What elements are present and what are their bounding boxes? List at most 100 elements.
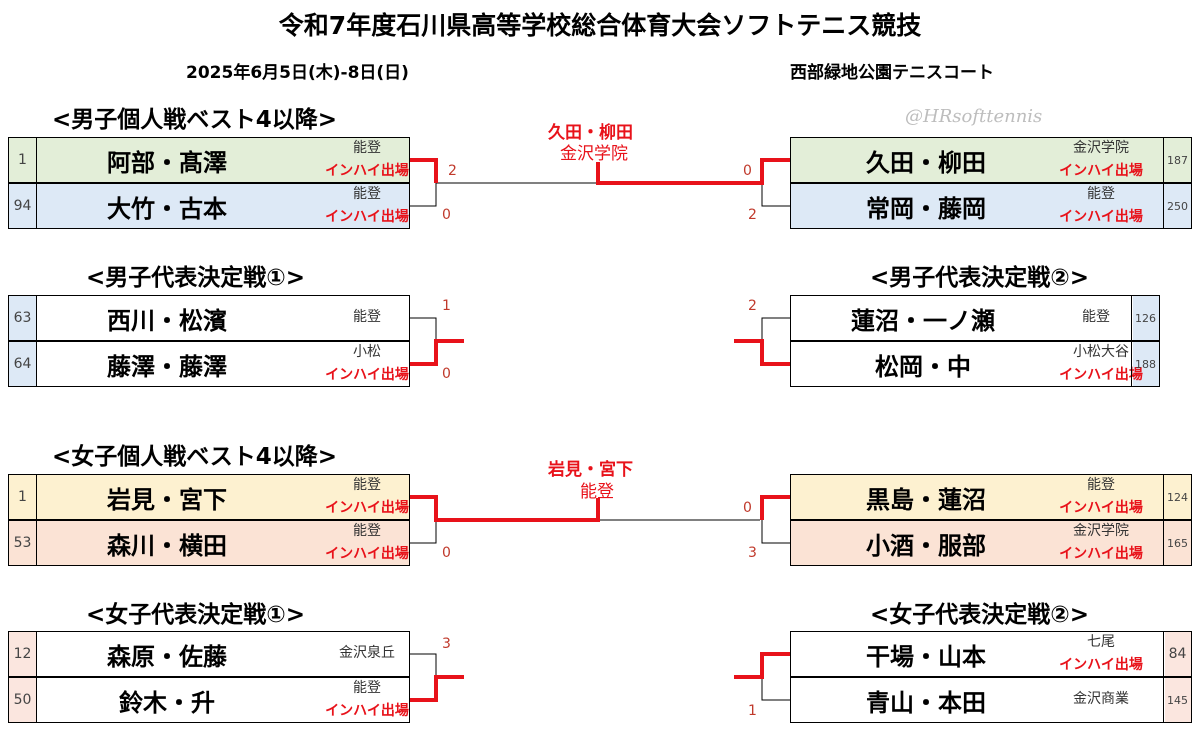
entry-school: 七尾 — [1087, 634, 1115, 650]
entry-number: 165 — [1163, 521, 1191, 565]
bracket-entry-br1b: 64 藤澤・藤澤 小松 インハイ出場 — [8, 341, 410, 387]
entry-number: 50 — [9, 678, 37, 722]
entry-number: 126 — [1131, 296, 1159, 340]
girls-rep1-lines — [410, 653, 464, 702]
entry-pair: 藤澤・藤澤 — [107, 352, 227, 381]
boys-rep2-lines — [734, 317, 790, 366]
entry-number: 1 — [9, 475, 37, 519]
entry-pair: 蓮沼・一ノ瀬 — [851, 306, 995, 335]
bracket-entry-br2b: 松岡・中 小松大谷 インハイ出場 188 — [790, 341, 1160, 387]
entry-school: 能登 — [353, 523, 381, 539]
score: 2 — [448, 163, 457, 179]
entry-number: 94 — [9, 184, 37, 228]
entry-pair: 岩見・宮下 — [107, 485, 227, 514]
bracket-entry-br1a: 63 西川・松濱 能登 — [8, 295, 410, 341]
entry-number: 250 — [1163, 184, 1191, 228]
tournament-venue: 西部緑地公園テニスコート — [790, 63, 994, 83]
entry-school: 能登 — [353, 186, 381, 202]
entry-school: 能登 — [1087, 477, 1115, 493]
entry-pair: 常岡・藤岡 — [866, 194, 986, 223]
entry-number: 145 — [1163, 678, 1191, 722]
entry-school: 能登 — [353, 140, 381, 156]
inter-high-qualified-label: インハイ出場 — [1059, 546, 1143, 562]
entry-pair: 西川・松濱 — [107, 306, 227, 335]
bracket-entry-g1: 1 岩見・宮下 能登 インハイ出場 — [8, 474, 410, 520]
entry-number: 187 — [1163, 138, 1191, 182]
score: 1 — [748, 703, 757, 719]
page-title: 令和7年度石川県高等学校総合体育大会ソフトテニス競技 — [278, 11, 922, 40]
girls-rep2-lines — [734, 652, 790, 701]
entry-number: 63 — [9, 296, 37, 340]
score: 3 — [748, 545, 757, 561]
bracket-entry-b1: 1 阿部・髙澤 能登 インハイ出場 — [8, 137, 410, 183]
boys-champion-school: 金沢学院 — [560, 144, 628, 164]
score: 3 — [442, 636, 451, 652]
entry-school: 小松大谷 — [1073, 344, 1129, 360]
girls-champion-pair: 岩見・宮下 — [548, 460, 633, 480]
girls-champion-school: 能登 — [580, 482, 614, 502]
inter-high-qualified-label: インハイ出場 — [325, 163, 409, 179]
score: 0 — [743, 163, 752, 179]
entry-school: 能登 — [1087, 186, 1115, 202]
bracket-entry-g2: 53 森川・横田 能登 インハイ出場 — [8, 520, 410, 566]
entry-pair: 阿部・髙澤 — [107, 148, 227, 177]
entry-number: 124 — [1163, 475, 1191, 519]
entry-school: 能登 — [353, 309, 381, 325]
boys-champion-pair: 久田・柳田 — [548, 123, 633, 143]
bracket-entry-br2a: 蓮沼・一ノ瀬 能登 126 — [790, 295, 1160, 341]
section-girls-rep2: <女子代表決定戦②> — [870, 602, 1090, 628]
bracket-entry-b3: 久田・柳田 金沢学院 インハイ出場 187 — [790, 137, 1192, 183]
entry-school: 小松 — [353, 344, 381, 360]
bracket-entry-b2: 94 大竹・古本 能登 インハイ出場 — [8, 183, 410, 229]
score: 2 — [748, 298, 757, 314]
score: 2 — [748, 207, 757, 223]
inter-high-qualified-label: インハイ出場 — [325, 209, 409, 225]
tournament-date: 2025年6月5日(木)-8日(日) — [186, 63, 409, 83]
entry-number: 53 — [9, 521, 37, 565]
score: 0 — [442, 366, 451, 382]
bracket-entry-gr2b: 青山・本田 金沢商業 145 — [790, 677, 1192, 723]
bracket-entry-gr1b: 50 鈴木・升 能登 インハイ出場 — [8, 677, 410, 723]
section-boys-rep2: <男子代表決定戦②> — [870, 265, 1090, 291]
score: 0 — [442, 207, 451, 223]
inter-high-qualified-label: インハイ出場 — [325, 367, 409, 383]
entry-pair: 松岡・中 — [875, 352, 971, 381]
entry-number: 84 — [1163, 632, 1191, 676]
entry-pair: 久田・柳田 — [866, 148, 986, 177]
inter-high-qualified-label: インハイ出場 — [325, 500, 409, 516]
entry-pair: 大竹・古本 — [107, 194, 227, 223]
inter-high-qualified-label: インハイ出場 — [1059, 163, 1143, 179]
entry-school: 能登 — [1082, 309, 1110, 325]
inter-high-qualified-label: インハイ出場 — [1059, 500, 1143, 516]
inter-high-qualified-label: インハイ出場 — [1059, 367, 1143, 383]
inter-high-qualified-label: インハイ出場 — [1059, 209, 1143, 225]
bracket-entry-gr1a: 12 森原・佐藤 金沢泉丘 — [8, 631, 410, 677]
score: 1 — [442, 298, 451, 314]
inter-high-qualified-label: インハイ出場 — [325, 546, 409, 562]
entry-pair: 小酒・服部 — [866, 531, 986, 560]
entry-school: 金沢商業 — [1073, 691, 1129, 707]
entry-school: 能登 — [353, 680, 381, 696]
boys-best4-lines — [410, 158, 790, 207]
score: 0 — [743, 500, 752, 516]
entry-number: 1 — [9, 138, 37, 182]
entry-pair: 黒島・蓮沼 — [866, 485, 986, 514]
entry-number: 12 — [9, 632, 37, 676]
section-girls-rep1: <女子代表決定戦①> — [86, 602, 306, 628]
watermark: @HRsofttennis — [905, 106, 1043, 127]
section-boys-best4: <男子個人戦ベスト4以降> — [52, 107, 338, 133]
entry-school: 金沢学院 — [1073, 523, 1129, 539]
entry-pair: 鈴木・升 — [119, 688, 215, 717]
section-girls-best4: <女子個人戦ベスト4以降> — [52, 444, 338, 470]
entry-number: 64 — [9, 342, 37, 386]
bracket-entry-b4: 常岡・藤岡 能登 インハイ出場 250 — [790, 183, 1192, 229]
entry-pair: 干場・山本 — [866, 642, 986, 671]
entry-school: 能登 — [353, 477, 381, 493]
boys-rep1-lines — [410, 317, 464, 366]
entry-pair: 青山・本田 — [866, 688, 986, 717]
girls-best4-lines — [410, 495, 790, 544]
section-boys-rep1: <男子代表決定戦①> — [86, 265, 306, 291]
entry-pair: 森川・横田 — [107, 531, 227, 560]
bracket-entry-g3: 黒島・蓮沼 能登 インハイ出場 124 — [790, 474, 1192, 520]
